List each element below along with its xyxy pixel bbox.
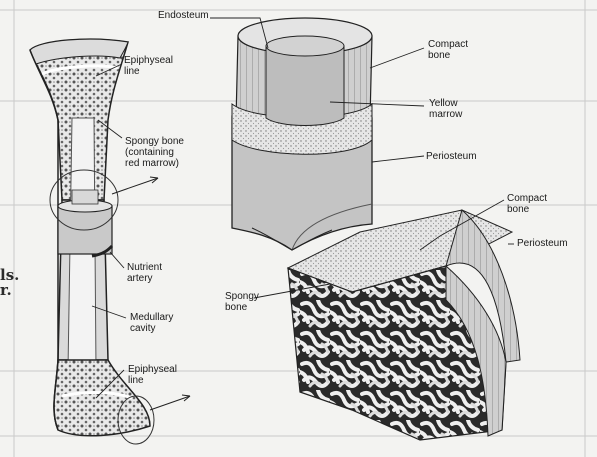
label-compact-bone-right-line2: bone: [507, 204, 547, 215]
shaft-cutaway-figure: [232, 18, 372, 250]
label-spongy-bone-red-line3: red marrow): [125, 158, 184, 169]
label-epiphyseal-line-bottom-line1: Epiphyseal: [128, 364, 177, 375]
label-periosteum-top: Periosteum: [426, 151, 477, 162]
label-epiphyseal-line-bottom-line2: line: [128, 375, 177, 386]
label-yellow-marrow: Yellow marrow: [429, 98, 462, 120]
label-compact-bone-top-line1: Compact: [428, 39, 468, 50]
label-nutrient-artery-line1: Nutrient: [127, 262, 162, 273]
handwritten-note-line1: ls.: [0, 268, 19, 282]
label-epiphyseal-line-bottom: Epiphyseal line: [128, 364, 177, 386]
label-spongy-bone-red-marrow: Spongy bone (containing red marrow): [125, 136, 184, 169]
label-yellow-marrow-line2: marrow: [429, 109, 462, 120]
label-endosteum: Endosteum: [158, 10, 209, 21]
label-epiphyseal-line-top: Epiphyseal line: [124, 55, 173, 77]
label-medullary-cavity-line1: Medullary: [130, 312, 173, 323]
label-spongy-bone-line1: Spongy: [225, 291, 259, 302]
label-spongy-bone: Spongy bone: [225, 291, 259, 313]
label-spongy-bone-line2: bone: [225, 302, 259, 313]
label-compact-bone-right: Compact bone: [507, 193, 547, 215]
label-compact-bone-right-line1: Compact: [507, 193, 547, 204]
label-spongy-bone-red-line1: Spongy bone: [125, 136, 184, 147]
label-medullary-cavity-line2: cavity: [130, 323, 173, 334]
label-compact-bone-top-line2: bone: [428, 50, 468, 61]
label-epiphyseal-line-top-line2: line: [124, 66, 173, 77]
label-nutrient-artery-line2: artery: [127, 273, 162, 284]
label-periosteum-right: Periosteum: [517, 238, 568, 249]
spongy-bone-block-figure: [288, 210, 520, 440]
label-compact-bone-top: Compact bone: [428, 39, 468, 61]
handwritten-note-line2: r.: [0, 283, 12, 297]
label-yellow-marrow-line1: Yellow: [429, 98, 462, 109]
label-nutrient-artery: Nutrient artery: [127, 262, 162, 284]
label-medullary-cavity: Medullary cavity: [130, 312, 173, 334]
label-epiphyseal-line-top-line1: Epiphyseal: [124, 55, 173, 66]
label-spongy-bone-red-line2: (containing: [125, 147, 184, 158]
